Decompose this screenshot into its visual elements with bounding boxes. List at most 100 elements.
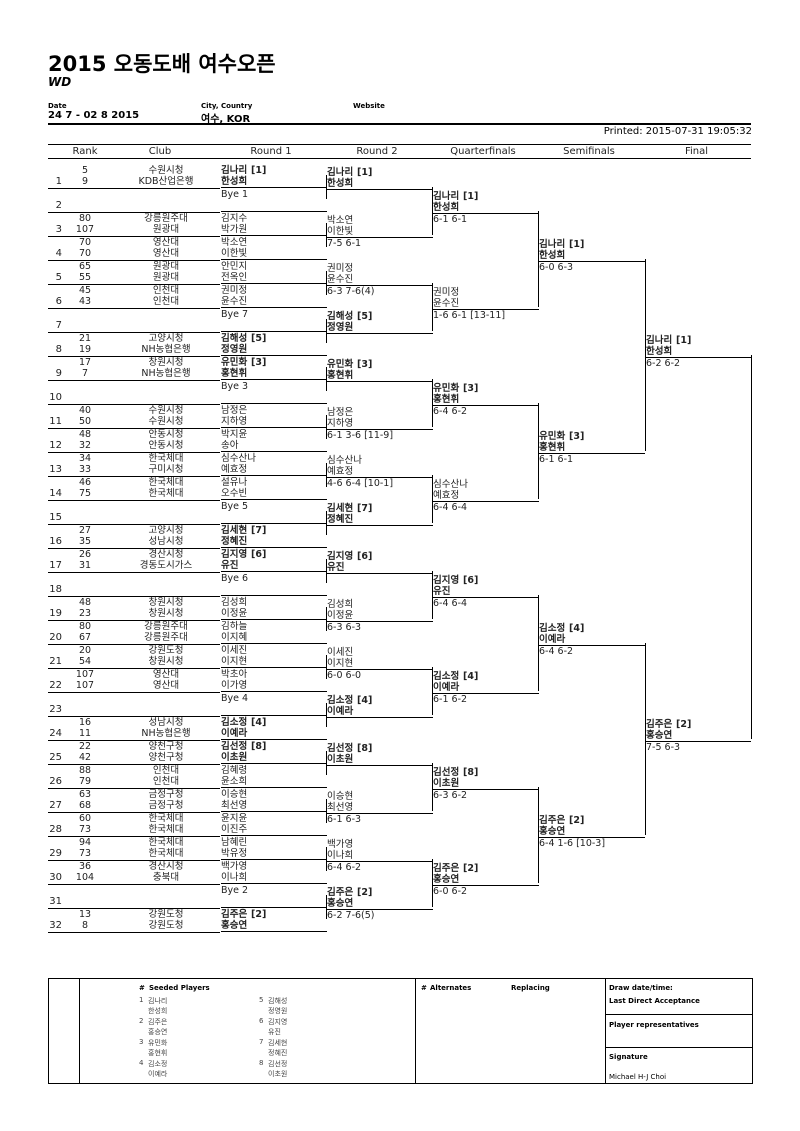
player-rank: 11 <box>78 728 92 739</box>
seed-badge: [4] <box>357 695 373 706</box>
player-name: 이승현 <box>327 791 354 802</box>
player-name: 김지영 <box>433 575 460 586</box>
player-name: 김지영 <box>221 549 248 560</box>
date-label: Date <box>48 102 67 110</box>
player-name: 전옥인 <box>221 272 248 283</box>
bracket-line <box>48 476 220 477</box>
draw-position: 18 <box>49 584 62 595</box>
player-club: 영산대 <box>152 248 180 259</box>
footer-divider <box>415 979 416 1083</box>
bracket-line <box>538 211 539 307</box>
bracket-line <box>326 175 327 199</box>
bracket-line <box>432 859 433 907</box>
player-name: 김선정 <box>221 741 248 752</box>
player-rank: 35 <box>78 536 92 547</box>
bracket-line <box>48 908 220 909</box>
player-name: 윤소희 <box>221 776 248 787</box>
bracket-line <box>433 309 539 310</box>
draw-date-label: Draw date/time: <box>609 984 673 992</box>
draw-position: 22 <box>49 680 62 691</box>
player-rank: 27 <box>78 525 92 536</box>
bracket-line <box>221 619 327 620</box>
bracket-line <box>539 453 645 454</box>
player-name: 유민화 <box>539 431 566 442</box>
player-club: 수원시청 <box>148 405 184 416</box>
player-name: 김성희 <box>221 597 248 608</box>
player-name: 안민지 <box>221 261 248 272</box>
draw-position: 19 <box>49 608 62 619</box>
website-label: Website <box>353 102 385 110</box>
bracket-line <box>221 595 327 596</box>
match-score: 6-1 6-3 <box>327 814 362 825</box>
bracket-line <box>326 895 327 919</box>
player-rank: 19 <box>78 344 92 355</box>
player-name: 정영원 <box>327 322 354 333</box>
draw-position: 27 <box>49 800 62 811</box>
player-name: 이지현 <box>221 656 248 667</box>
draw-position: 7 <box>55 320 62 331</box>
player-name: 이초원 <box>327 754 354 765</box>
player-club: 원광대 <box>152 272 180 283</box>
col-club: Club <box>148 146 172 157</box>
player-name: 한성희 <box>221 176 248 187</box>
player-name: 백가영 <box>221 861 248 872</box>
player-rank: 67 <box>78 632 92 643</box>
player-club: 한국체대 <box>148 453 184 464</box>
match-score: 6-4 6-4 <box>433 598 468 609</box>
player-name: 김세현 <box>327 503 354 514</box>
player-name: 김나리 <box>433 191 460 202</box>
seeded-hash: # <box>139 984 145 992</box>
player-club: 영산대 <box>152 680 180 691</box>
player-name: 홍승연 <box>539 826 566 837</box>
seed-badge: [8] <box>357 743 373 754</box>
player-rank: 63 <box>78 789 92 800</box>
player-rank: 73 <box>78 848 92 859</box>
seed-badge: [3] <box>569 431 585 442</box>
player-name: 김세현 <box>221 525 248 536</box>
bracket-line <box>433 693 539 694</box>
player-name: 이한빛 <box>327 226 354 237</box>
player-club: 금정구청 <box>148 800 184 811</box>
bracket-line <box>221 739 327 740</box>
player-name: 김주은 <box>646 719 673 730</box>
draw-position: 5 <box>55 272 62 283</box>
player-club: 안동시청 <box>148 429 184 440</box>
draw-position: 14 <box>49 488 62 499</box>
player-name: 김소정 <box>327 695 354 706</box>
seed-badge: [1] <box>569 239 585 250</box>
player-name: 홍승연 <box>327 898 354 909</box>
col-final: Final <box>684 146 709 157</box>
player-rank: 40 <box>78 405 92 416</box>
player-rank: 20 <box>78 645 92 656</box>
seed-badge: [6] <box>463 575 479 586</box>
draw-position: 21 <box>49 656 62 667</box>
player-rank: 46 <box>78 477 92 488</box>
draw-position: 30 <box>49 872 62 883</box>
player-name: 김지영 <box>327 551 354 562</box>
seeded-player: 이예라 <box>148 1070 168 1078</box>
bracket-line <box>646 357 751 358</box>
match-score: 6-0 6-2 <box>433 886 468 897</box>
match-score: 6-0 6-3 <box>539 262 574 273</box>
bracket-line <box>221 283 327 284</box>
footer-divider <box>605 979 606 1083</box>
draw-position: 2 <box>55 200 62 211</box>
player-name: 예효정 <box>327 466 354 477</box>
player-rank: 68 <box>78 800 92 811</box>
bracket-line <box>48 740 220 741</box>
player-rank: 107 <box>75 224 95 235</box>
player-name: 김지수 <box>221 213 248 224</box>
player-name: 이가영 <box>221 680 248 691</box>
draw-position: 25 <box>49 752 62 763</box>
seed-number: 2 <box>139 1017 144 1025</box>
seeded-player: 이초원 <box>268 1070 288 1078</box>
player-club: 성남시청 <box>148 536 184 547</box>
player-rank: 73 <box>78 824 92 835</box>
player-rank: 21 <box>78 333 92 344</box>
player-name: 한성희 <box>646 346 673 357</box>
player-name: 김해성 <box>221 333 248 344</box>
player-name: 심수산나 <box>327 455 362 466</box>
player-club: 한국체대 <box>148 477 184 488</box>
draw-position: 8 <box>55 344 62 355</box>
player-name: 예효정 <box>221 464 248 475</box>
